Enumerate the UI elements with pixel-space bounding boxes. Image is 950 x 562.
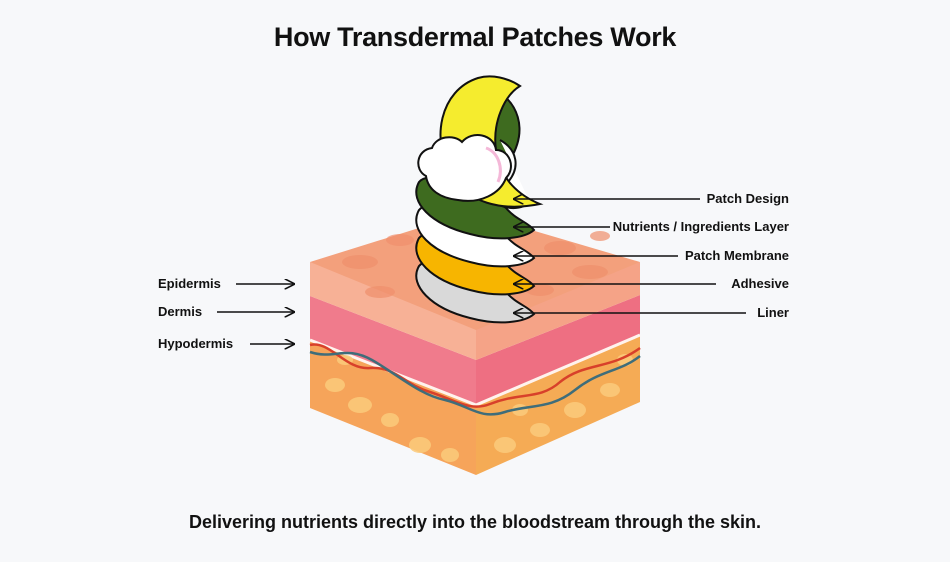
label-epidermis: Epidermis [158, 276, 221, 291]
blood-vessel-red [309, 343, 641, 408]
dermis-right-face [476, 295, 640, 405]
caption: Delivering nutrients directly into the b… [188, 512, 762, 532]
patch-stack [415, 75, 544, 324]
hypodermis-right-face [476, 335, 640, 475]
hypodermis-left-face [310, 340, 476, 475]
label-liner: Liner [757, 305, 789, 320]
skin-block [309, 212, 641, 475]
label-adhesive: Adhesive [731, 276, 789, 291]
label-hypodermis: Hypodermis [158, 336, 234, 351]
patch-design-cloud [417, 134, 512, 202]
label-patch-design: Patch Design [706, 191, 789, 206]
label-patch-membrane: Patch Membrane [684, 248, 789, 263]
dermis-left-face [310, 296, 476, 405]
blood-vessel-blue [309, 350, 641, 416]
label-dermis: Dermis [158, 304, 203, 319]
label-nutrients-layer: Nutrients / Ingredients Layer [612, 219, 789, 234]
page-title: How Transdermal Patches Work [273, 22, 677, 52]
